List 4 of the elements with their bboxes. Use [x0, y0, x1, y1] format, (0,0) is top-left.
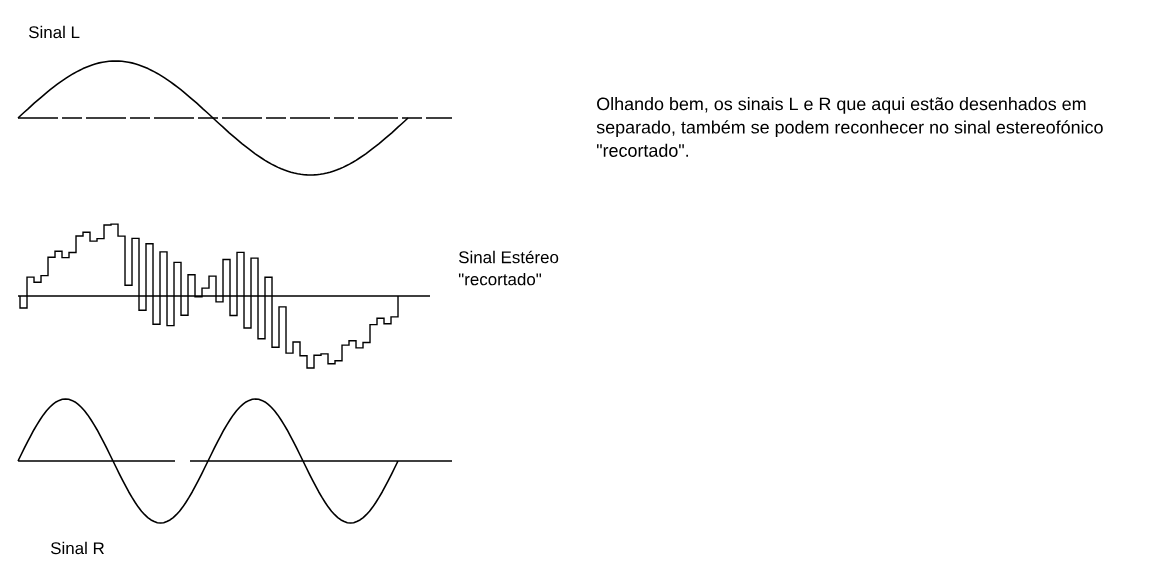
wave-label: Sinal L — [29, 25, 80, 39]
wave-label: Sinal Estéreo "recortado" — [458, 250, 559, 286]
description-text: Olhando bem, os sinais L e R que aqui estão desenhados em separado, também se podem reconhecer no sinal estereofónico "recortado". — [596, 97, 1103, 157]
wave-label: Sinal R — [50, 541, 104, 555]
